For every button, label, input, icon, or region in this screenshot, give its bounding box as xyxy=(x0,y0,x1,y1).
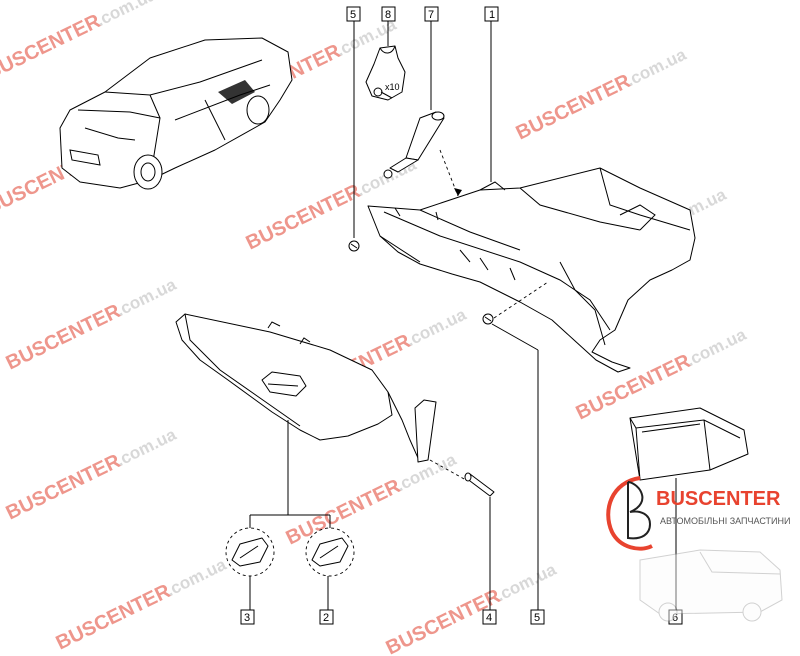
svg-text:6: 6 xyxy=(672,612,678,624)
svg-text:3: 3 xyxy=(244,612,250,624)
watermark-domain: .com.ua xyxy=(683,325,750,370)
watermark-domain: .com.ua xyxy=(113,425,180,470)
callout-3: 3 xyxy=(240,609,255,625)
screw-icon xyxy=(373,87,393,99)
svg-text:4: 4 xyxy=(486,612,492,624)
callout-7: 7 xyxy=(424,6,439,22)
damper-icon xyxy=(383,111,445,179)
watermark-main: BUSCENTER xyxy=(243,180,365,255)
svg-text:5: 5 xyxy=(350,9,356,21)
bolt-icon xyxy=(429,459,495,497)
watermark-domain: .com.ua xyxy=(93,0,160,30)
watermark-main: BUSCENTER xyxy=(3,450,125,525)
svg-text:5: 5 xyxy=(534,612,540,624)
watermark-domain: .com.ua xyxy=(113,275,180,320)
car-icon xyxy=(59,37,293,190)
watermark-domain: .com.ua xyxy=(163,555,230,600)
glovebox-housing xyxy=(367,167,696,373)
callout-5-bottom: 5 xyxy=(530,609,545,625)
watermark-domain: .com.ua xyxy=(403,305,470,350)
logo-brand: BUSCENTER xyxy=(656,488,781,510)
svg-text:2: 2 xyxy=(323,612,329,624)
quantity-label: x10 xyxy=(385,82,400,92)
svg-text:8: 8 xyxy=(385,9,391,21)
screw-icon xyxy=(482,313,494,325)
logo-tagline: АВТОМОБІЛЬНІ ЗАПЧАСТИНИ xyxy=(660,516,790,526)
svg-text:1: 1 xyxy=(489,9,495,21)
callout-6: 6 xyxy=(668,609,683,625)
svg-text:7: 7 xyxy=(428,9,434,21)
handle-icon xyxy=(305,527,355,577)
glovebox-icon xyxy=(175,313,437,463)
van-icon xyxy=(639,549,783,622)
watermark-domain: .com.ua xyxy=(623,45,690,90)
clip-bag-icon: x10 xyxy=(365,45,406,101)
watermark-main: BUSCENTER xyxy=(3,300,125,375)
handle-icon xyxy=(225,527,275,577)
buscenter-logo: BUSCENTER АВТОМОБІЛЬНІ ЗАПЧАСТИНИ xyxy=(606,476,790,551)
callout-1: 1 xyxy=(484,6,499,22)
watermark-main: BUSCENTER xyxy=(0,10,105,85)
watermark-domain: .com.ua xyxy=(493,560,560,605)
tray-icon xyxy=(629,407,749,481)
watermark-main: BUSCENTER xyxy=(53,580,175,655)
callout-5-top: 5 xyxy=(346,6,361,22)
watermark-main: BUSCENTER xyxy=(513,70,635,145)
callout-2: 2 xyxy=(319,609,334,625)
callout-4: 4 xyxy=(482,609,497,625)
callout-8: 8 xyxy=(381,6,396,22)
screw-icon xyxy=(348,240,360,252)
